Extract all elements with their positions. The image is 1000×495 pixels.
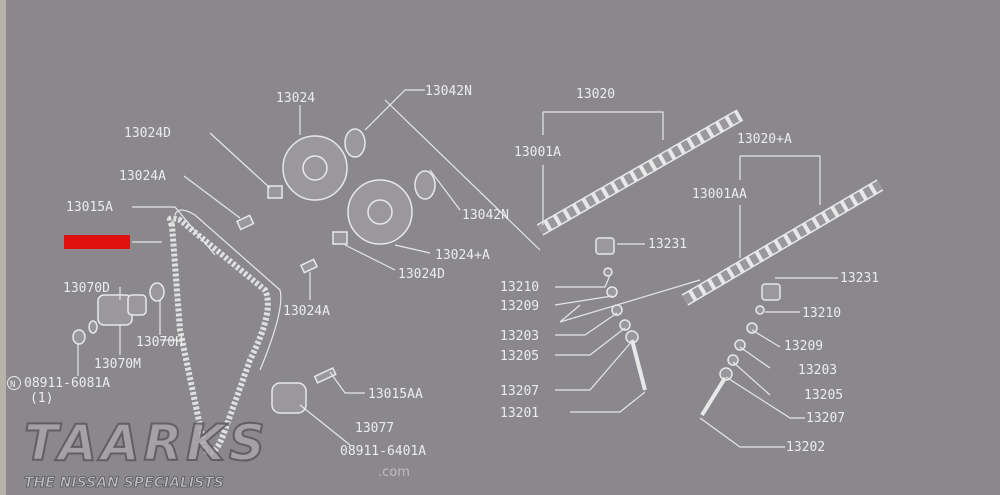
label-13070D[interactable]: 13070D	[63, 281, 110, 296]
label-13210-a[interactable]: 13210	[500, 280, 539, 295]
highlighted-part-label[interactable]	[64, 235, 130, 249]
n-symbol-icon	[7, 376, 21, 390]
sprocket-hub	[367, 199, 393, 225]
seal-13042N-top[interactable]	[344, 128, 366, 158]
seal-13042N[interactable]	[414, 170, 436, 200]
tensioner-13015AA[interactable]	[271, 382, 307, 414]
camshaft-13001A[interactable]	[536, 109, 744, 236]
label-13024A-top[interactable]: 13024A	[119, 169, 166, 184]
valve-13201[interactable]	[630, 339, 647, 391]
label-13042N[interactable]: 13042N	[462, 208, 509, 223]
camshaft-13001AA[interactable]	[681, 179, 884, 306]
label-13024A-plus[interactable]: 13024+A	[435, 248, 490, 263]
label-13209-a[interactable]: 13209	[500, 299, 539, 314]
n-symbol: N	[10, 380, 15, 390]
part-13203-b[interactable]	[734, 339, 746, 351]
label-13205-b[interactable]: 13205	[804, 388, 843, 403]
label-13024[interactable]: 13024	[276, 91, 315, 106]
label-13203-b[interactable]: 13203	[798, 363, 837, 378]
label-13077[interactable]: 13077	[355, 421, 394, 436]
leader-lines	[77, 89, 838, 448]
label-13201[interactable]: 13201	[500, 406, 539, 421]
washer	[72, 329, 86, 345]
bolt-13024A-top[interactable]	[235, 214, 255, 231]
label-13210-b[interactable]: 13210	[802, 306, 841, 321]
label-13203-a[interactable]: 13203	[500, 329, 539, 344]
label-08911-qty: (1)	[30, 391, 53, 406]
watermark-tagline: THE NISSAN SPECIALISTS	[24, 475, 224, 491]
chain-guide	[174, 209, 282, 371]
part-13205-a[interactable]	[619, 319, 631, 331]
label-13042N-top[interactable]: 13042N	[425, 84, 472, 99]
label-13015A[interactable]: 13015A	[66, 200, 113, 215]
watermark-brand: TAARKS	[24, 414, 269, 472]
label-08911-6401A[interactable]: 08911-6401A	[340, 444, 426, 459]
label-13231-a[interactable]: 13231	[648, 237, 687, 252]
part-13207-b[interactable]	[719, 367, 733, 381]
sprocket-hub	[302, 155, 328, 181]
timing-chain-13028M[interactable]	[166, 215, 271, 456]
label-13209-b[interactable]: 13209	[784, 339, 823, 354]
label-13015AA[interactable]: 13015AA	[368, 387, 423, 402]
label-13001A[interactable]: 13001A	[514, 145, 561, 160]
label-13070H[interactable]: 13070H	[136, 335, 183, 350]
watermark-domain: .com	[378, 465, 410, 480]
tensioner-13070M[interactable]	[97, 294, 133, 326]
part-13070H[interactable]	[149, 282, 165, 302]
washer-13024D[interactable]	[332, 231, 348, 245]
washer-13024D-top[interactable]	[267, 185, 283, 199]
label-13231-b[interactable]: 13231	[840, 271, 879, 286]
label-13024D-top[interactable]: 13024D	[124, 126, 171, 141]
part-13209-b[interactable]	[746, 322, 758, 334]
label-13024D[interactable]: 13024D	[398, 267, 445, 282]
bolt-13024A[interactable]	[299, 258, 319, 274]
label-13020A[interactable]: 13020+A	[737, 132, 792, 147]
label-13070M[interactable]: 13070M	[94, 357, 141, 372]
valve-13202[interactable]	[700, 376, 727, 417]
part-13210-b[interactable]	[755, 305, 765, 315]
tensioner-plunger	[127, 294, 147, 316]
label-08911-6081A[interactable]: 08911-6081A	[24, 376, 110, 391]
part-13070D[interactable]	[88, 320, 98, 334]
label-13020[interactable]: 13020	[576, 87, 615, 102]
label-13207-a[interactable]: 13207	[500, 384, 539, 399]
label-13207-b[interactable]: 13207	[806, 411, 845, 426]
part-13209-a[interactable]	[606, 286, 618, 298]
label-13024A[interactable]: 13024A	[283, 304, 330, 319]
label-13001AA[interactable]: 13001AA	[692, 187, 747, 202]
taarks-logo-watermark: TAARKS THE NISSAN SPECIALISTS .com	[23, 413, 410, 491]
lifter-13231-a[interactable]	[595, 237, 615, 255]
label-13202[interactable]: 13202	[786, 440, 825, 455]
part-13210-a[interactable]	[603, 267, 613, 277]
label-13205-a[interactable]: 13205	[500, 349, 539, 364]
lifter-13231-b[interactable]	[761, 283, 781, 301]
part-13205-b[interactable]	[727, 354, 739, 366]
